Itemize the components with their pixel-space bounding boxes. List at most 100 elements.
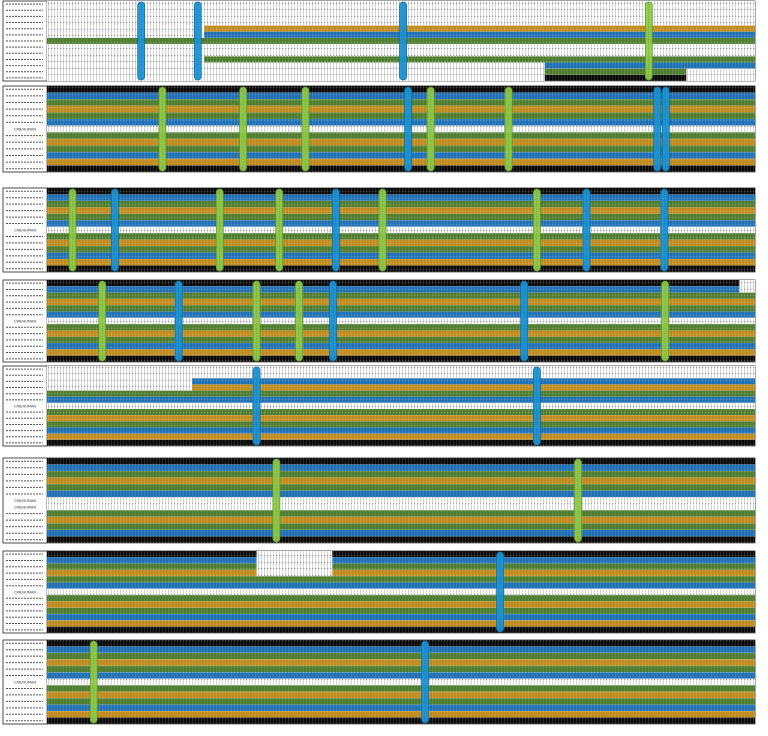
sequence-label: CR6/HUMAN xyxy=(14,128,36,132)
residue-grid xyxy=(47,672,755,679)
residue-grid xyxy=(47,409,755,416)
conserved-site-marker-blue xyxy=(137,1,146,81)
gap-grid xyxy=(739,280,755,287)
residue-grid xyxy=(47,145,755,153)
alignment-block-5: CR6/HUMAN xyxy=(2,365,756,447)
residue-grid xyxy=(47,378,755,385)
residue-grid xyxy=(47,132,755,139)
residue-grid xyxy=(47,464,755,472)
residue-grid xyxy=(47,220,755,227)
gap-grid xyxy=(47,372,193,379)
residue-grid xyxy=(47,213,755,221)
gap-grid xyxy=(256,557,333,564)
residue-grid xyxy=(47,471,755,478)
residue-grid xyxy=(47,246,755,253)
conserved-site-marker-blue xyxy=(533,366,541,446)
gap-grid xyxy=(47,74,545,81)
conserved-site-marker-blue xyxy=(331,188,340,272)
residue-grid xyxy=(47,523,755,530)
conserved-site-marker-blue xyxy=(111,188,119,272)
gap-grid xyxy=(47,25,205,32)
residue-grid xyxy=(47,484,755,491)
residue-grid xyxy=(47,165,755,172)
sequence-name-column: CR6/HUMAN xyxy=(6,88,43,170)
residue-grid xyxy=(47,265,755,272)
residue-grid xyxy=(47,226,755,234)
gap-grid xyxy=(47,62,545,69)
residue-grid xyxy=(47,601,755,608)
residue-grid xyxy=(47,119,755,126)
residue-grid xyxy=(47,582,755,589)
residue-grid xyxy=(47,305,755,312)
residue-grid xyxy=(47,646,755,653)
residue-grid xyxy=(47,497,755,504)
gap-grid xyxy=(47,366,193,373)
conserved-site-marker-green xyxy=(533,188,541,272)
residue-grid xyxy=(47,112,755,120)
gap-grid xyxy=(256,551,333,558)
residue-grid xyxy=(47,292,755,299)
residue-grid xyxy=(47,158,755,166)
conserved-site-marker-green xyxy=(89,640,98,724)
residue-grid xyxy=(47,490,755,498)
sequence-name-column: CR6/HUMAN xyxy=(6,190,43,270)
residue-grid xyxy=(47,252,755,260)
gap-grid xyxy=(47,31,205,38)
sequence-name-column: CR6/HUMAN xyxy=(6,553,43,631)
residue-grid xyxy=(47,704,755,712)
gap-grid xyxy=(686,74,755,81)
residue-grid xyxy=(47,324,755,331)
conserved-site-marker-green xyxy=(215,188,224,272)
conserved-site-marker-blue xyxy=(329,280,337,362)
residue-grid xyxy=(47,311,755,318)
residue-grid xyxy=(47,92,755,100)
conserved-site-marker-blue xyxy=(421,640,429,724)
residue-grid xyxy=(47,678,755,686)
residue-grid xyxy=(47,298,755,306)
residue-grid xyxy=(47,280,755,287)
conserved-site-marker-blue xyxy=(496,551,505,633)
sequence-name-column xyxy=(6,3,43,79)
gap-grid xyxy=(47,378,193,385)
sequence-label: CR6/HUMAN xyxy=(14,506,36,510)
conserved-site-marker-green xyxy=(504,86,513,172)
residue-grid xyxy=(47,207,755,214)
residue-grid xyxy=(47,614,755,621)
sequence-label: CR6/HUMAN xyxy=(14,320,36,324)
conserved-site-marker-blue xyxy=(193,1,202,81)
conserved-site-marker-green xyxy=(644,1,653,81)
conserved-site-marker-blue xyxy=(520,280,529,362)
conserved-site-marker-blue xyxy=(404,86,412,172)
sequence-name-column: CR6/HUMAN xyxy=(6,368,43,444)
gap-grid xyxy=(47,13,205,20)
alignment-block-7: CR6/HUMAN xyxy=(2,550,756,634)
residue-grid xyxy=(47,366,755,373)
conserved-site-marker-green xyxy=(426,86,435,172)
gap-grid xyxy=(686,1,755,8)
conserved-site-marker-green xyxy=(661,280,669,362)
residue-grid xyxy=(47,458,755,465)
residue-grid xyxy=(47,138,755,146)
residue-grid xyxy=(47,343,755,350)
residue-grid xyxy=(47,259,755,266)
conserved-site-marker-blue xyxy=(252,366,261,446)
conserved-site-marker-blue xyxy=(582,188,591,272)
residue-grid xyxy=(47,569,755,577)
sequence-label: CR6/HUMAN xyxy=(14,405,36,409)
conserved-site-marker-green xyxy=(98,280,107,362)
residue-grid xyxy=(47,563,755,570)
conserved-site-marker-green xyxy=(574,458,582,543)
gap-grid xyxy=(47,56,205,63)
conserved-site-marker-blue xyxy=(174,280,183,362)
residue-grid xyxy=(47,233,755,240)
sequence-label: CR6/HUMAN xyxy=(14,681,36,685)
residue-grid xyxy=(47,659,755,666)
residue-grid xyxy=(47,685,755,692)
sequence-label: CR6/HUMAN xyxy=(14,229,36,233)
alignment-block-3: CR6/HUMAN xyxy=(2,187,756,273)
residue-grid xyxy=(47,194,755,201)
residue-grid xyxy=(47,640,755,647)
residue-grid xyxy=(47,711,755,718)
